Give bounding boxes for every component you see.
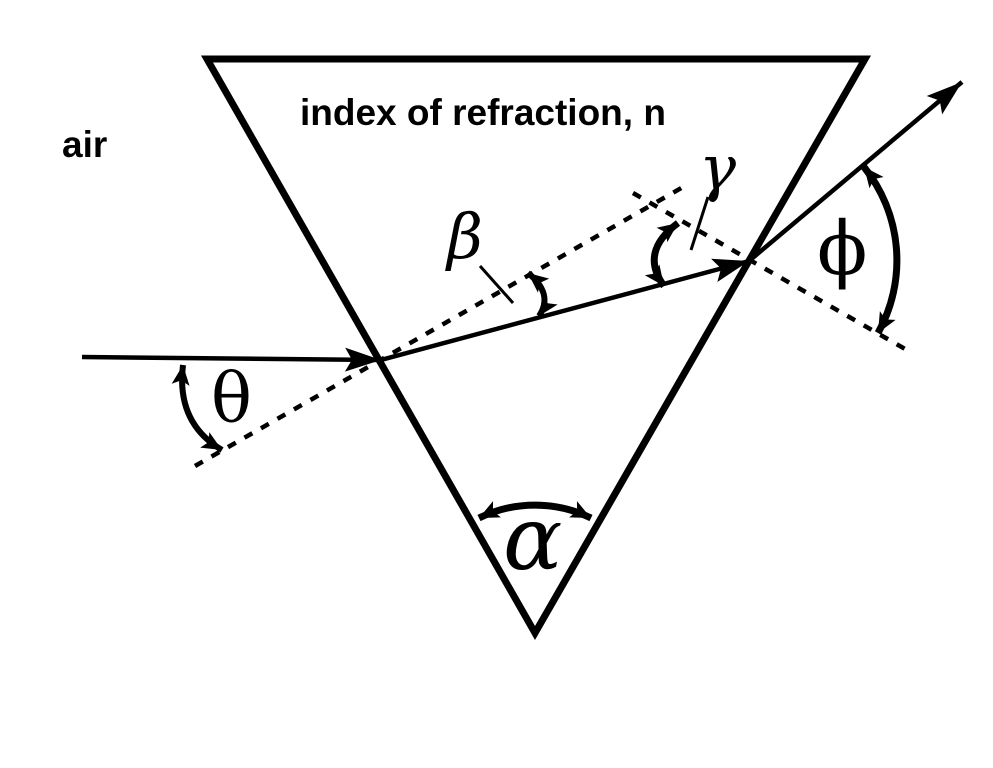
air-label: air bbox=[62, 124, 107, 165]
beta-leader-line bbox=[478, 265, 515, 304]
alpha-label: α bbox=[503, 487, 562, 590]
gamma-label: γ bbox=[699, 131, 737, 204]
prism-outline bbox=[200, 55, 872, 641]
phi-angle-arc bbox=[861, 164, 901, 335]
internal-refracted-ray bbox=[380, 258, 750, 363]
exit-ray bbox=[747, 80, 964, 263]
incident-ray bbox=[81, 347, 382, 372]
gamma-leader-line bbox=[689, 196, 710, 251]
gamma-angle-arc bbox=[644, 220, 681, 289]
beta-angle-arc bbox=[526, 270, 558, 318]
entry-surface-normal-dashed-line bbox=[193, 185, 685, 468]
alpha-angle-arc bbox=[477, 501, 593, 522]
beta-label: β bbox=[445, 200, 483, 273]
theta-label: θ bbox=[211, 360, 252, 439]
medium-label: index of refraction, n bbox=[300, 92, 666, 133]
phi-label: ϕ bbox=[817, 206, 867, 292]
theta-angle-arc bbox=[171, 364, 224, 453]
